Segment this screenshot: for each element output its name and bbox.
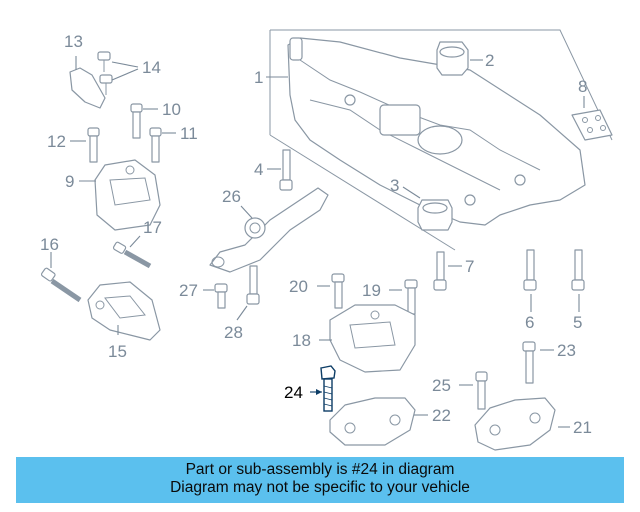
callout-10: 10 xyxy=(162,100,181,119)
bolt-part-19[interactable] xyxy=(404,279,418,315)
bolt-part-25[interactable] xyxy=(475,371,488,410)
bolt-part-24[interactable] xyxy=(320,365,336,412)
subframe-part[interactable] xyxy=(287,37,586,226)
callout-4: 4 xyxy=(254,160,263,179)
callout-24: 24 xyxy=(284,383,303,402)
callout-22: 22 xyxy=(432,406,451,425)
callout-15: 15 xyxy=(108,342,127,361)
info-banner: Part or sub-assembly is #24 in diagram D… xyxy=(16,457,624,503)
callout-19: 19 xyxy=(362,281,381,300)
callout-13: 13 xyxy=(64,32,83,51)
callout-12: 12 xyxy=(47,132,66,151)
subframe-frame-box xyxy=(270,29,613,141)
bolt-part-7[interactable] xyxy=(433,251,447,291)
callout-6: 6 xyxy=(525,313,534,332)
mount-part-18[interactable] xyxy=(329,304,416,373)
bolt-part-4[interactable] xyxy=(279,149,293,191)
callout-7: 7 xyxy=(465,257,474,276)
plate-part-8[interactable] xyxy=(571,109,613,141)
callout-16: 16 xyxy=(40,235,59,254)
callout-9: 9 xyxy=(65,172,74,191)
bolt-part-12[interactable] xyxy=(87,127,100,163)
callout-1: 1 xyxy=(254,68,263,87)
bolt-part-16[interactable] xyxy=(40,267,82,303)
banner-line-1: Part or sub-assembly is #24 in diagram xyxy=(185,461,455,478)
torque-rod-part-26[interactable] xyxy=(209,187,329,273)
bolt-part-11[interactable] xyxy=(149,127,162,163)
bolt-part-10[interactable] xyxy=(130,103,143,139)
parts-diagram: 1 2 3 4 5 6 7 8 9 10 11 12 13 14 15 16 1… xyxy=(40,29,613,451)
callout-25: 25 xyxy=(432,376,451,395)
bolts-part-14[interactable] xyxy=(97,51,113,95)
bracket-part-15[interactable] xyxy=(87,281,161,341)
callout-5: 5 xyxy=(573,313,582,332)
bushing-part-2[interactable] xyxy=(436,41,469,76)
mount-part-21[interactable] xyxy=(474,397,556,451)
leader-lines xyxy=(50,56,585,428)
bolt-part-5[interactable] xyxy=(571,249,585,291)
callout-labels: 1 2 3 4 5 6 7 8 9 10 11 12 13 14 15 16 1… xyxy=(40,32,592,437)
callout-17: 17 xyxy=(143,218,162,237)
bolt-part-6[interactable] xyxy=(523,249,537,291)
callout-23: 23 xyxy=(557,341,576,360)
bolt-part-17[interactable] xyxy=(112,241,152,269)
callout-20: 20 xyxy=(289,277,308,296)
arrow-heads xyxy=(316,389,322,395)
mount-part-9[interactable] xyxy=(94,159,161,231)
banner-line-2: Diagram may not be specific to your vehi… xyxy=(170,479,470,496)
bolt-part-23[interactable] xyxy=(522,341,536,384)
callout-18: 18 xyxy=(292,331,311,350)
callout-3: 3 xyxy=(390,176,399,195)
callout-28: 28 xyxy=(224,323,243,342)
callout-8: 8 xyxy=(578,77,587,96)
bushing-part-3[interactable] xyxy=(417,199,453,231)
bolt-part-27[interactable] xyxy=(214,283,228,309)
callout-14: 14 xyxy=(142,58,161,77)
callout-21: 21 xyxy=(573,418,592,437)
callout-27: 27 xyxy=(179,281,198,300)
mount-part-22[interactable] xyxy=(329,397,416,446)
bolt-part-28[interactable] xyxy=(246,265,260,305)
bracket-part-13[interactable] xyxy=(69,67,106,109)
callout-2: 2 xyxy=(485,51,494,70)
bolt-part-20[interactable] xyxy=(331,273,345,309)
callout-26: 26 xyxy=(222,187,241,206)
callout-11: 11 xyxy=(180,124,198,143)
